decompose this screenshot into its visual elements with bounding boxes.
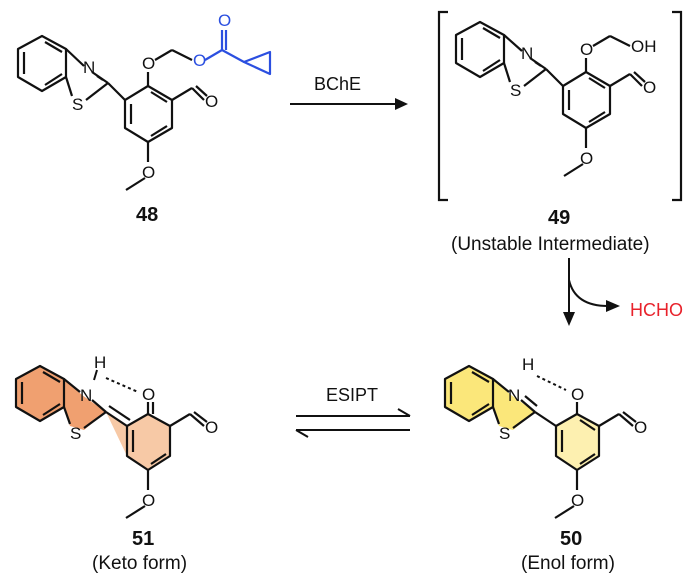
arrow-label-esipt: ESIPT [326, 385, 378, 405]
c48-atom-o-ether: O [142, 54, 155, 73]
c48-atom-n: N [83, 58, 95, 77]
c48-atom-s: S [72, 95, 83, 114]
arrow-label-bche: BChE [314, 74, 361, 94]
compound-51-nh-bond [93, 369, 98, 381]
compound-51-highlight [16, 366, 170, 470]
compound-51-caption: (Keto form) [92, 553, 187, 574]
compound-48-structure [16, 34, 208, 191]
compound-49-label: 49 [548, 207, 570, 229]
compound-50-highlight [445, 366, 599, 470]
c51-atom-o-keto: O [142, 385, 155, 404]
c50-atom-h: H [522, 355, 534, 374]
c50-atom-o-methoxy: O [571, 491, 584, 510]
c48-atom-o-carbonyl: O [218, 11, 231, 30]
c49-atom-oh: OH [631, 37, 657, 56]
c49-atom-o-aldehyde: O [643, 78, 656, 97]
c51-atom-o-aldehyde: O [205, 418, 218, 437]
c51-atom-s: S [70, 424, 81, 443]
c51-atom-n: N [80, 386, 92, 405]
equilibrium-arrows [295, 408, 411, 438]
c48-atom-o-aldehyde: O [205, 92, 218, 111]
byproduct-hcho: HCHO [630, 300, 683, 320]
arrow-down-release [563, 258, 620, 326]
compound-50-hbond [536, 375, 567, 391]
compound-51-hbond [105, 377, 139, 393]
compound-48-ester-group [204, 30, 272, 76]
c49-atom-o-methoxy: O [580, 149, 593, 168]
compound-51-label: 51 [132, 528, 154, 550]
compound-51-structure [14, 364, 208, 519]
c49-atom-o-ether: O [580, 40, 593, 59]
c51-atom-o-methoxy: O [142, 491, 155, 510]
compound-48-label: 48 [136, 204, 158, 226]
c50-atom-n: N [508, 386, 520, 405]
bracket-left [437, 10, 448, 202]
c49-atom-n: N [521, 44, 533, 63]
compound-50-label: 50 [560, 528, 582, 550]
compound-50-caption: (Enol form) [521, 553, 615, 574]
compound-49-structure [454, 20, 646, 177]
c50-atom-s: S [499, 424, 510, 443]
c50-atom-o-enol: O [571, 385, 584, 404]
arrow-bche [290, 98, 408, 110]
c49-atom-s: S [510, 81, 521, 100]
c48-atom-o-methoxy: O [142, 163, 155, 182]
bracket-right [672, 10, 683, 202]
c51-atom-h: H [94, 353, 106, 372]
c50-atom-o-aldehyde: O [634, 418, 647, 437]
compound-50-structure [443, 364, 637, 519]
c48-atom-o-ester: O [193, 51, 206, 70]
compound-49-caption: (Unstable Intermediate) [451, 234, 650, 255]
